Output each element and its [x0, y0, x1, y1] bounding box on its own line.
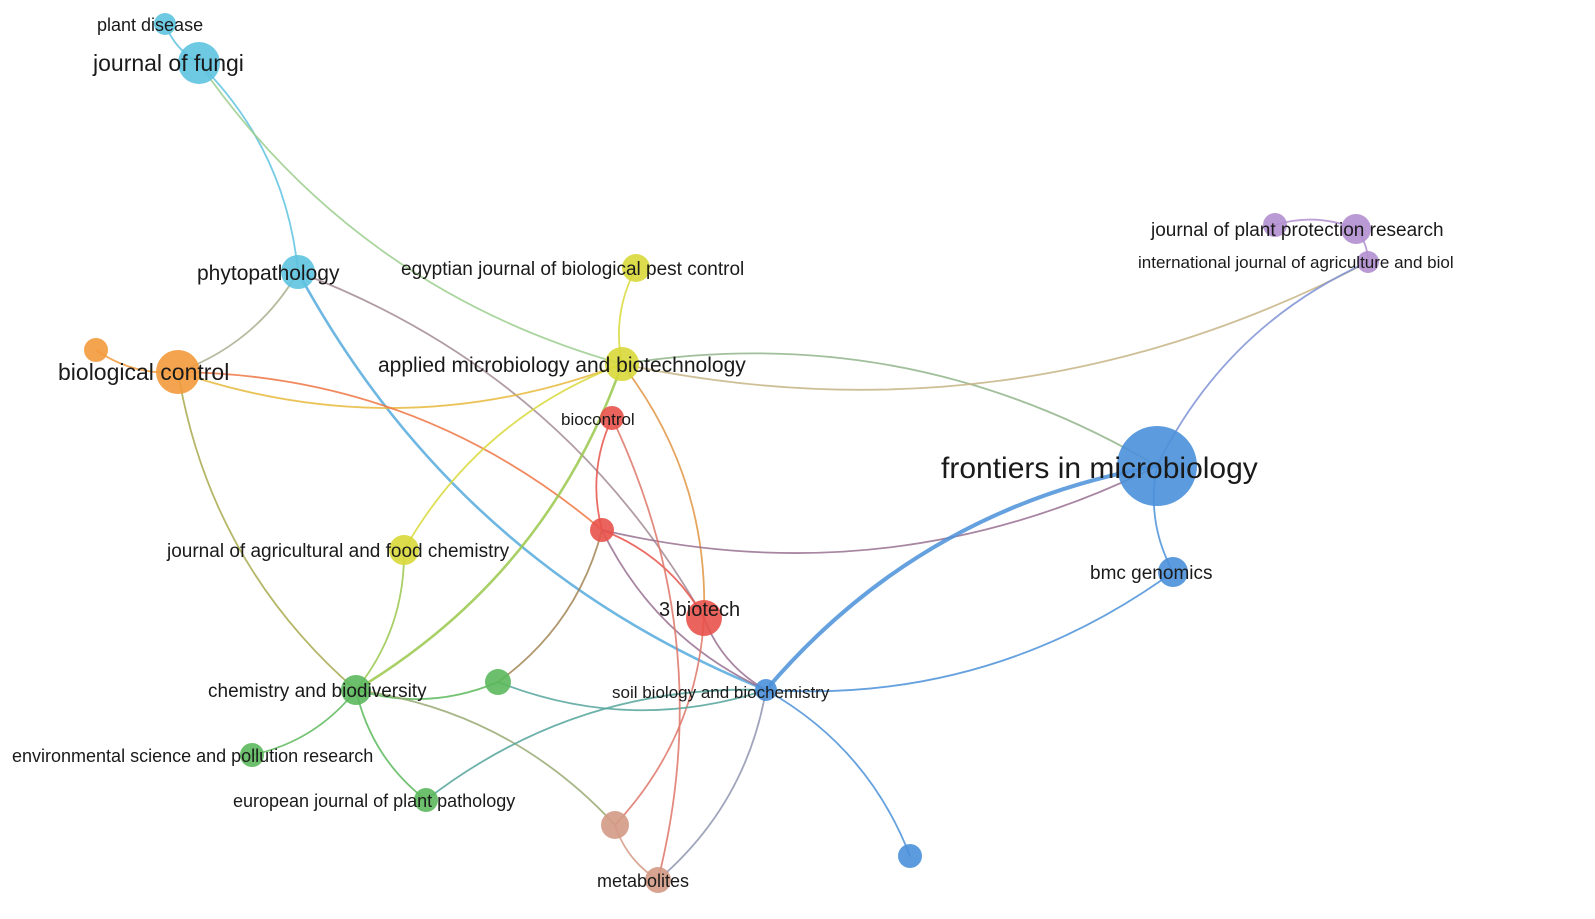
edge-applied-microbiology-international-journal	[621, 261, 1369, 391]
node-egyptian-journal[interactable]	[622, 254, 650, 282]
node-environmental-science[interactable]	[240, 743, 264, 767]
edge-red-hub-green-mid	[497, 529, 603, 683]
node-biological-control[interactable]	[156, 350, 200, 394]
node-brown-node[interactable]	[601, 811, 629, 839]
edge-biological-control-red-hub	[177, 371, 603, 531]
node-journal-plant-protection[interactable]	[1341, 214, 1371, 244]
edge-red-hub-frontiers-microbiology	[601, 465, 1158, 554]
edge-biocontrol-metabolites	[611, 417, 681, 881]
label-metabolites: metabolites	[597, 871, 689, 891]
node-frontiers-microbiology[interactable]	[1117, 426, 1197, 506]
label-environmental-science: environmental science and pollution rese…	[12, 746, 373, 766]
edge-applied-microbiology-3-biotech	[621, 363, 706, 619]
edge-phytopathology-biological-control	[177, 271, 299, 373]
label-phytopathology: phytopathology	[197, 262, 340, 285]
edge-phytopathology-soil-biology	[296, 270, 768, 692]
label-chemistry-biodiversity: chemistry and biodiversity	[208, 681, 427, 702]
edge-soil-biology-metabolites	[657, 689, 767, 881]
edge-applied-microbiology-journal-agri-food	[403, 363, 623, 551]
node-journal-agri-food[interactable]	[389, 535, 419, 565]
label-journal-agri-food: journal of agricultural and food chemist…	[166, 541, 510, 562]
node-bmc-genomics[interactable]	[1158, 557, 1188, 587]
edge-soil-biology-european-journal	[425, 688, 767, 801]
edge-phytopathology-3-biotech	[297, 271, 705, 619]
node-international-journal[interactable]	[1357, 251, 1379, 273]
label-frontiers-microbiology: frontiers in microbiology	[941, 452, 1258, 485]
node-red-hub[interactable]	[590, 518, 614, 542]
label-journal-of-fungi: journal of fungi	[92, 50, 244, 76]
label-biocontrol: biocontrol	[561, 410, 635, 429]
edge-green-mid-soil-biology	[497, 681, 767, 712]
node-purple-left[interactable]	[1263, 213, 1287, 237]
label-soil-biology: soil biology and biochemistry	[612, 683, 830, 702]
node-orange-small[interactable]	[84, 338, 108, 362]
edge-biological-control-chemistry-biodiversity	[177, 371, 357, 691]
edge-frontiers-microbiology-international-journal	[1156, 261, 1369, 467]
node-blue-small[interactable]	[898, 844, 922, 868]
label-bmc-genomics: bmc genomics	[1090, 563, 1213, 584]
edge-biological-control-applied-microbiology	[177, 363, 623, 409]
node-journal-of-fungi[interactable]	[178, 42, 220, 84]
edge-soil-biology-frontiers-microbiology	[764, 464, 1159, 692]
edge-biocontrol-red-hub	[595, 417, 613, 531]
label-biological-control: biological control	[58, 359, 229, 385]
edge-applied-microbiology-chemistry-biodiversity	[354, 362, 624, 692]
edge-applied-microbiology-frontiers-microbiology	[621, 352, 1158, 467]
node-european-journal[interactable]	[414, 788, 438, 812]
edge-journal-of-fungi-phytopathology	[198, 62, 299, 273]
node-3-biotech[interactable]	[686, 600, 722, 636]
edge-chemistry-biodiversity-european-journal	[355, 689, 427, 801]
node-biocontrol[interactable]	[600, 406, 624, 430]
label-egyptian-journal: egyptian journal of biological pest cont…	[401, 259, 744, 280]
node-phytopathology[interactable]	[281, 255, 315, 289]
edge-3-biotech-brown-node	[614, 617, 705, 826]
label-3-biotech: 3 biotech	[659, 599, 740, 621]
node-plant-disease[interactable]	[154, 13, 176, 35]
edge-soil-biology-blue-small	[765, 689, 911, 857]
label-plant-disease: plant disease	[97, 15, 203, 35]
label-journal-plant-protection: journal of plant protection research	[1150, 220, 1444, 241]
network-nodes	[84, 13, 1379, 893]
edge-red-hub-soil-biology	[601, 529, 767, 691]
edge-soil-biology-bmc-genomics	[765, 571, 1174, 693]
edge-chemistry-biodiversity-brown-node	[355, 689, 616, 826]
label-international-journal: international journal of agriculture and…	[1138, 253, 1454, 272]
network-labels: plant disease journal of fungi phytopathol…	[12, 15, 1454, 891]
edge-chemistry-biodiversity-green-mid	[355, 681, 499, 700]
node-chemistry-biodiversity[interactable]	[341, 675, 371, 705]
edge-journal-agri-food-chemistry-biodiversity	[355, 549, 405, 691]
edge-journal-of-fungi-applied-microbiology	[198, 62, 623, 365]
node-green-mid[interactable]	[485, 669, 511, 695]
label-applied-microbiology: applied microbiology and biotechnology	[378, 354, 746, 377]
node-soil-biology[interactable]	[755, 679, 777, 701]
node-metabolites[interactable]	[645, 867, 671, 893]
node-applied-microbiology[interactable]	[605, 347, 639, 381]
label-european-journal: european journal of plant pathology	[233, 791, 515, 811]
